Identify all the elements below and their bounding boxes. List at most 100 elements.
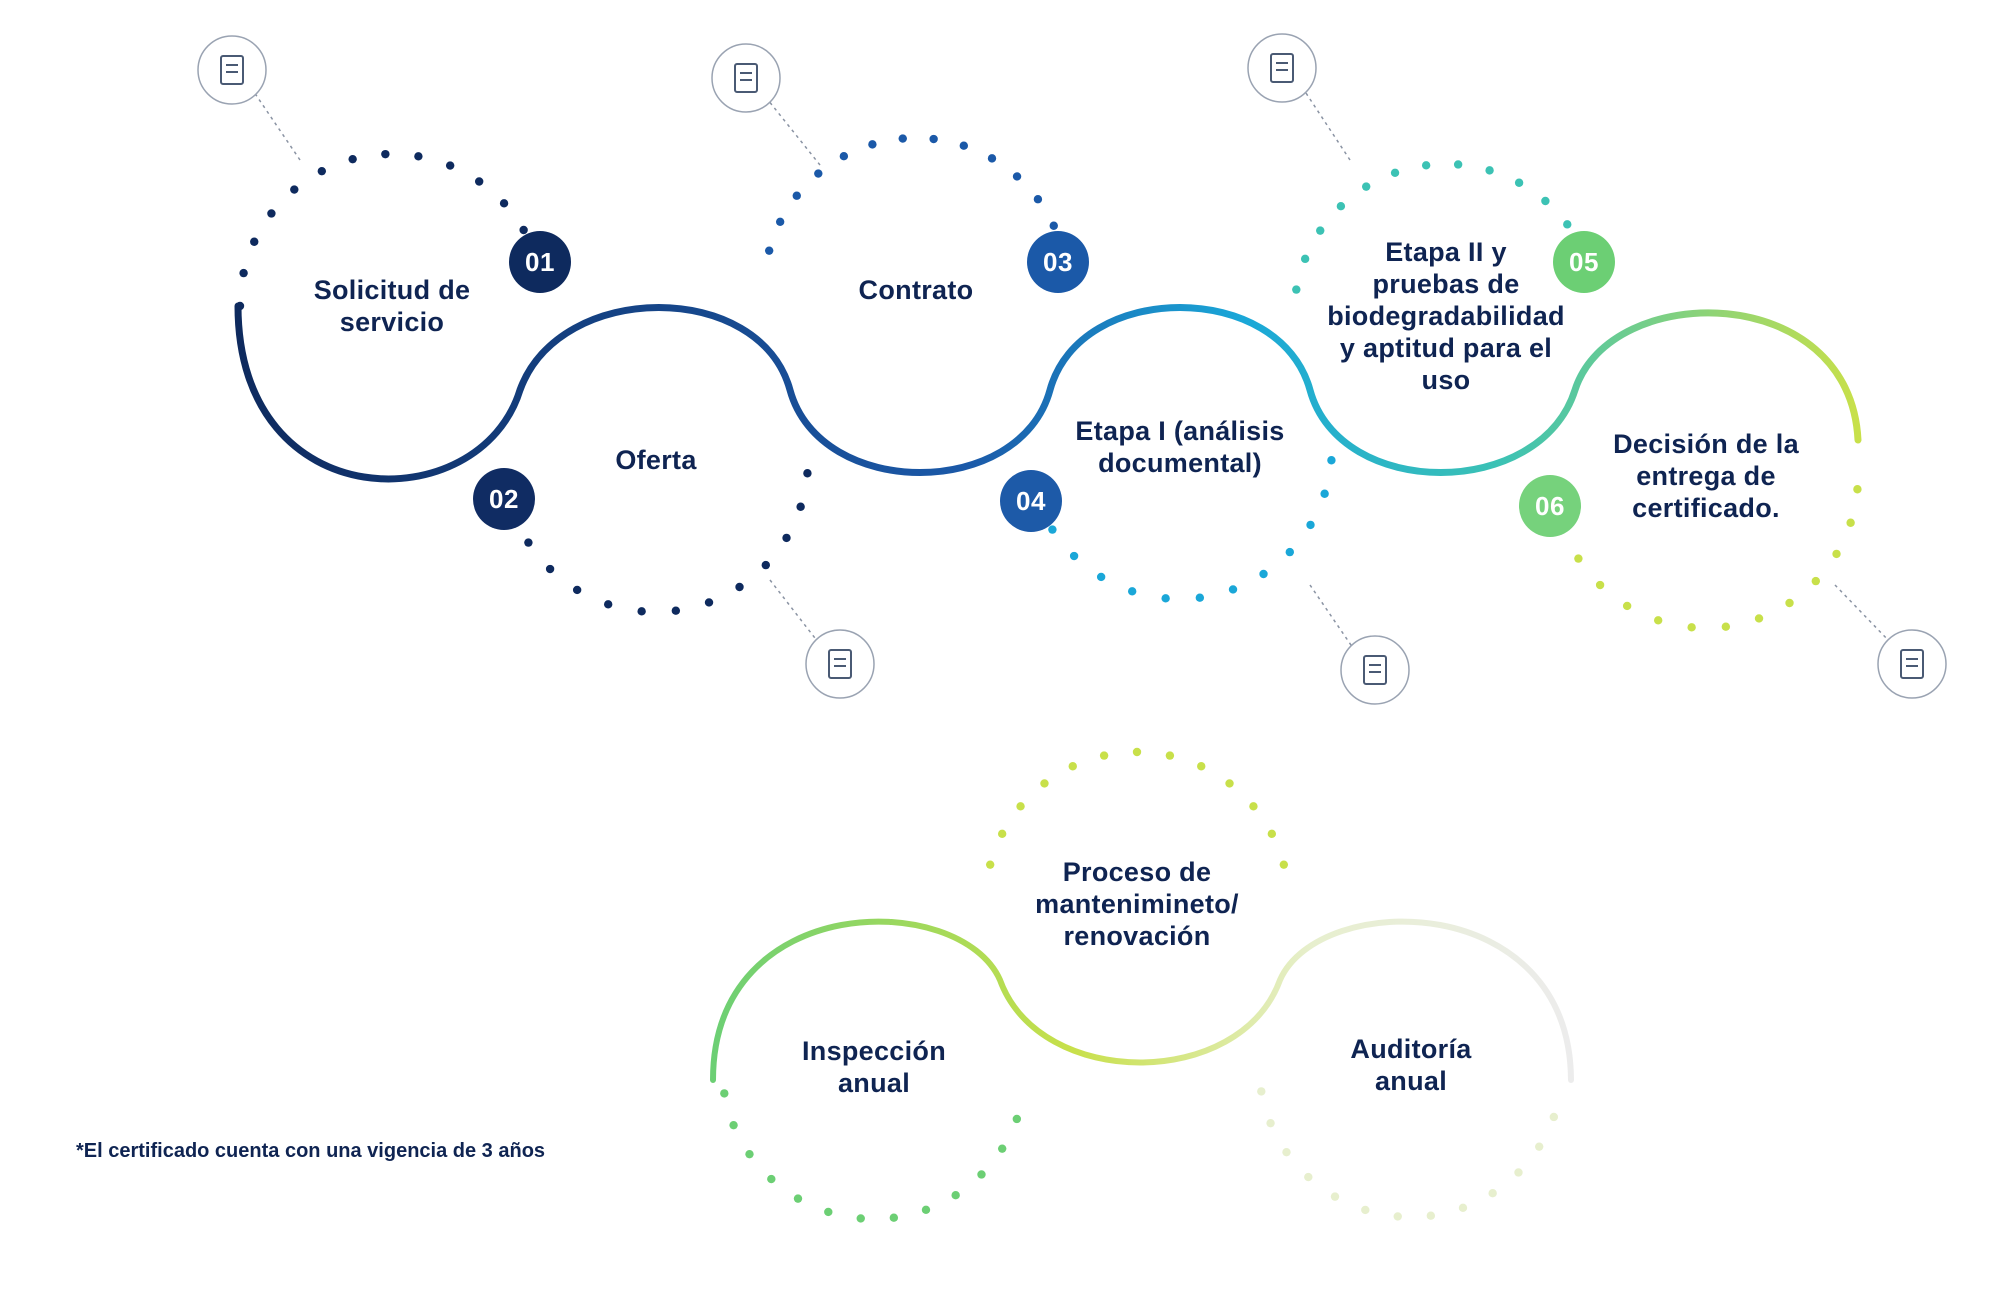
leader-line — [253, 91, 301, 161]
dot — [1040, 779, 1049, 788]
dot — [1225, 779, 1234, 788]
step-label-oferta: Oferta — [615, 445, 697, 475]
dots-maint-inspeccion — [720, 1089, 1022, 1223]
dot — [1514, 1168, 1523, 1177]
dot — [767, 1174, 776, 1184]
dot — [1549, 1112, 1559, 1122]
dot — [735, 582, 744, 592]
dot — [1330, 1192, 1340, 1201]
leader-line — [769, 579, 819, 643]
dot — [1393, 1212, 1402, 1221]
user-search-icon — [711, 43, 781, 113]
dot — [1846, 518, 1855, 527]
dot — [1574, 554, 1583, 563]
dot — [987, 154, 997, 163]
dot — [1132, 747, 1142, 757]
dot — [1099, 751, 1109, 760]
dot — [1426, 1211, 1436, 1220]
clipboard-clock-icon — [197, 35, 267, 105]
dot — [414, 152, 423, 161]
dot — [1458, 1203, 1468, 1213]
dot — [1228, 585, 1238, 594]
dots-step-02 — [508, 469, 812, 616]
dot — [603, 600, 613, 609]
dot — [745, 1149, 754, 1159]
dot — [796, 502, 805, 511]
dot — [1721, 622, 1731, 631]
dot — [1453, 160, 1463, 169]
step-badge-04: 04 — [1000, 470, 1062, 532]
dot — [1485, 166, 1494, 175]
dot — [1049, 221, 1058, 230]
dot — [1127, 587, 1137, 596]
step-badge-02: 02 — [473, 468, 535, 530]
dot — [1361, 1205, 1370, 1215]
dot — [1534, 1142, 1544, 1151]
dot — [1300, 254, 1310, 264]
dot — [1653, 616, 1663, 625]
dot — [921, 1205, 931, 1215]
dot — [782, 533, 791, 543]
dot — [997, 829, 1007, 839]
dot — [1033, 195, 1043, 204]
dot — [1068, 762, 1077, 771]
dot — [1320, 489, 1329, 498]
dot — [1257, 1087, 1266, 1096]
dot — [1266, 1118, 1275, 1128]
dot — [1563, 220, 1572, 229]
dot — [637, 607, 646, 616]
dot — [545, 564, 555, 574]
dot — [348, 154, 357, 164]
dot — [1514, 178, 1524, 187]
dot — [519, 225, 528, 235]
dot — [764, 246, 774, 255]
leader-line — [767, 99, 821, 166]
wave-line-main — [234, 302, 1862, 483]
certificate-check-icon — [1877, 629, 1947, 699]
wave-line-maintenance — [710, 918, 1574, 1083]
leader-line — [1834, 584, 1891, 643]
dot — [1195, 593, 1205, 602]
dot — [1306, 520, 1315, 530]
dot — [1622, 601, 1632, 611]
step-badge-06: 06 — [1519, 475, 1581, 537]
dot — [1267, 829, 1277, 839]
document-profile-icon — [1340, 635, 1410, 705]
dotted-circles — [235, 134, 1862, 1223]
dot — [1316, 226, 1325, 235]
dot — [729, 1120, 738, 1130]
dot — [997, 1144, 1007, 1153]
dot — [1754, 614, 1764, 623]
dot — [1853, 485, 1862, 494]
dot — [1096, 572, 1106, 582]
dot — [1390, 168, 1400, 177]
dot — [381, 149, 390, 159]
dot — [1279, 860, 1289, 869]
dot — [856, 1214, 865, 1223]
dot — [704, 598, 714, 607]
dots-step-05 — [1292, 160, 1588, 294]
dot — [951, 1190, 960, 1200]
dot — [868, 140, 877, 149]
dot — [1832, 549, 1841, 559]
dot — [792, 191, 801, 200]
dot — [1421, 161, 1431, 170]
dot — [1362, 182, 1371, 191]
dot — [499, 199, 509, 208]
dot — [1282, 1147, 1291, 1157]
dot — [1012, 1114, 1022, 1124]
dot — [889, 1213, 899, 1222]
dot — [1336, 202, 1346, 211]
dots-maint-auditoria — [1257, 1087, 1559, 1221]
dot — [1595, 580, 1605, 590]
dot — [803, 469, 812, 478]
dot — [1785, 598, 1794, 608]
dot — [1292, 285, 1301, 294]
dot — [572, 585, 582, 595]
dot — [1249, 802, 1258, 811]
